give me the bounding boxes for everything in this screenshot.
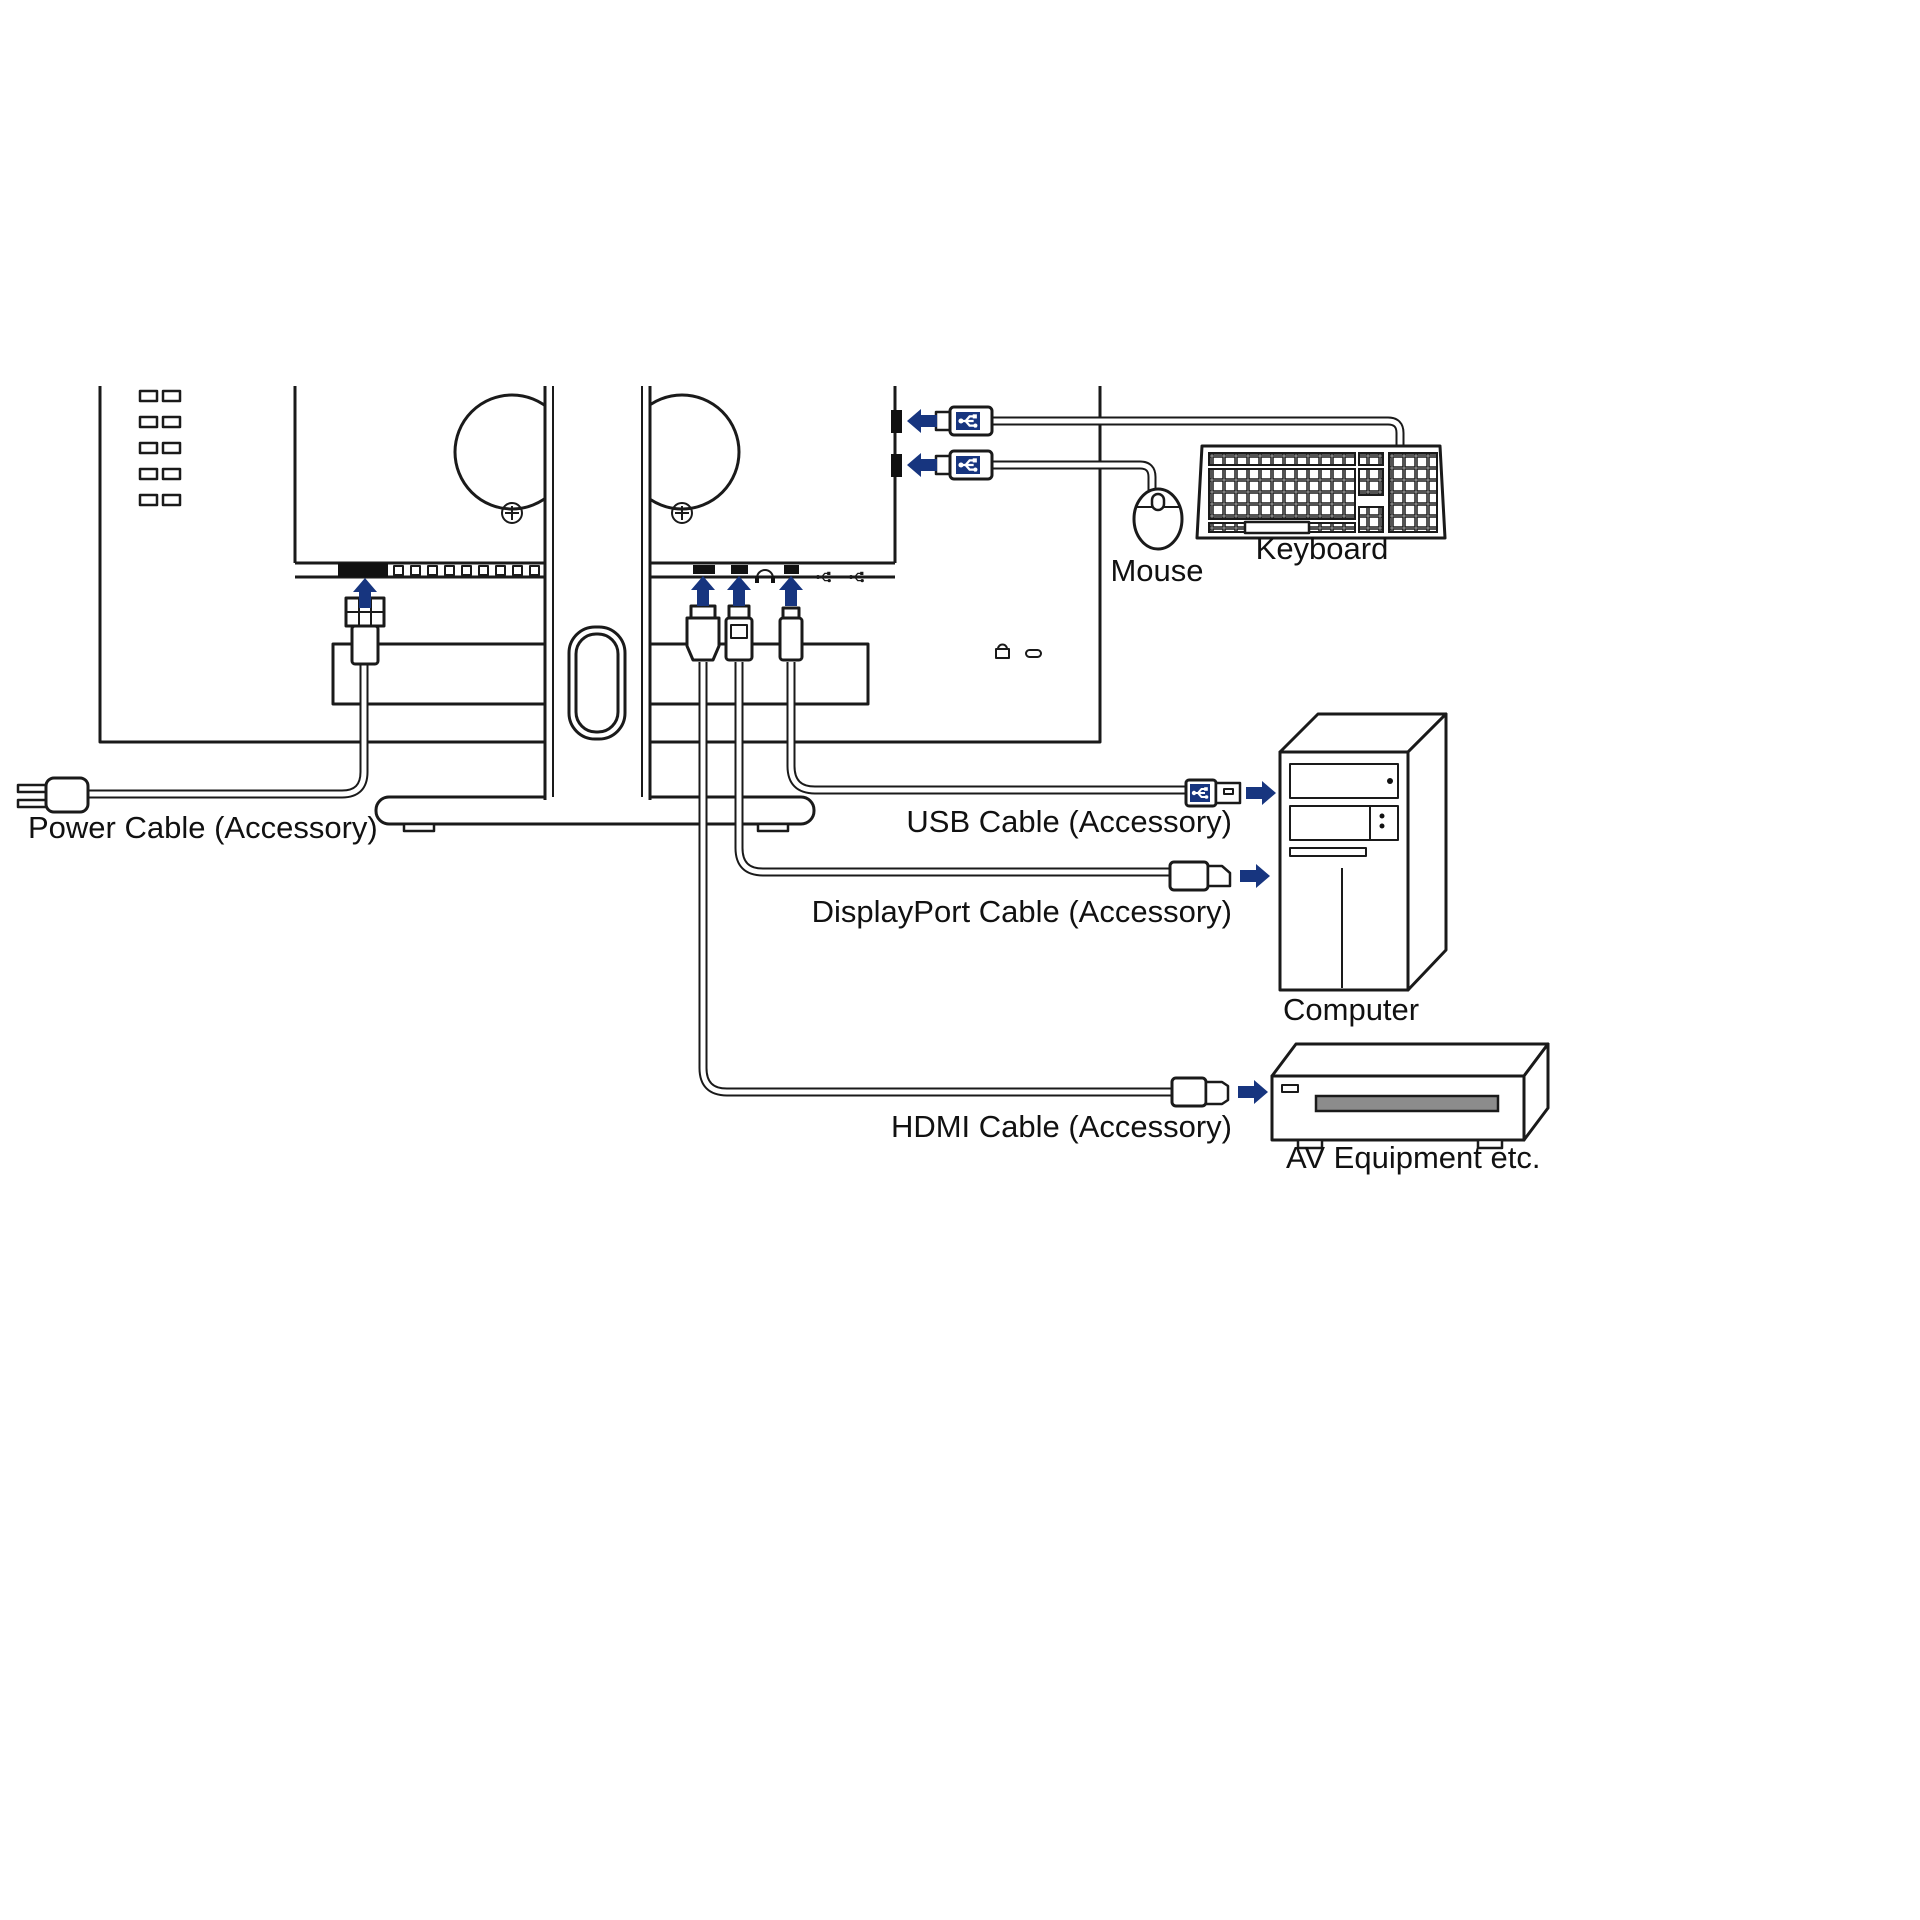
mouse-graphic: [1132, 487, 1184, 551]
keyboard-label: Keyboard: [1256, 531, 1389, 566]
disc-slot: [1314, 1094, 1500, 1113]
side-usb-plug-2: [934, 449, 994, 481]
cable-hole: [567, 625, 627, 741]
displayport-port: [731, 565, 748, 574]
power-cable-label: Power Cable (Accessory): [28, 810, 378, 845]
displayport-cable-label: DisplayPort Cable (Accessory): [812, 894, 1232, 929]
right-arrow-icon: [1240, 864, 1270, 888]
vent-slots-icon: [138, 389, 182, 507]
usb-port: [784, 565, 799, 574]
bottom-vent-strip: [393, 565, 540, 576]
cables: [88, 416, 1405, 1097]
hdmi-plug-av: [1170, 1076, 1230, 1108]
usb-connector: [778, 606, 804, 662]
usb-cable-label: USB Cable (Accessory): [906, 804, 1232, 839]
lock-icon: [995, 643, 1042, 659]
displayport-plug-computer: [1168, 860, 1232, 892]
computer-label: Computer: [1283, 992, 1419, 1027]
drive-bay-2: [1289, 805, 1399, 841]
side-usb-port-1: [891, 410, 902, 433]
displayport-connector: [724, 604, 754, 662]
side-usb-port-2: [891, 454, 902, 477]
computer-graphic: [1278, 712, 1448, 992]
power-inlet-port: [338, 563, 388, 577]
hdmi-cable-label: HDMI Cable (Accessory): [891, 1109, 1232, 1144]
headphone-icon: [755, 569, 775, 583]
hdmi-port: [693, 565, 715, 574]
stand: [331, 386, 870, 833]
hdmi-connector: [685, 604, 721, 662]
right-arrow-icon: [1246, 781, 1276, 805]
power-wall-plug: [16, 776, 90, 814]
side-usb-plug-1: [934, 405, 994, 437]
av-equipment-label: AV Equipment etc.: [1286, 1140, 1540, 1175]
screw-icon: [501, 502, 693, 524]
drive-bay-1: [1289, 763, 1399, 799]
right-arrow-icon: [1238, 1080, 1268, 1104]
av-equipment-graphic: [1270, 1042, 1550, 1150]
usb-plug-computer: [1184, 778, 1242, 808]
mouse-label: Mouse: [1110, 553, 1203, 588]
scroll-wheel: [1150, 492, 1166, 512]
keyboard-graphic: [1195, 444, 1447, 540]
spacebar: [1243, 520, 1311, 535]
